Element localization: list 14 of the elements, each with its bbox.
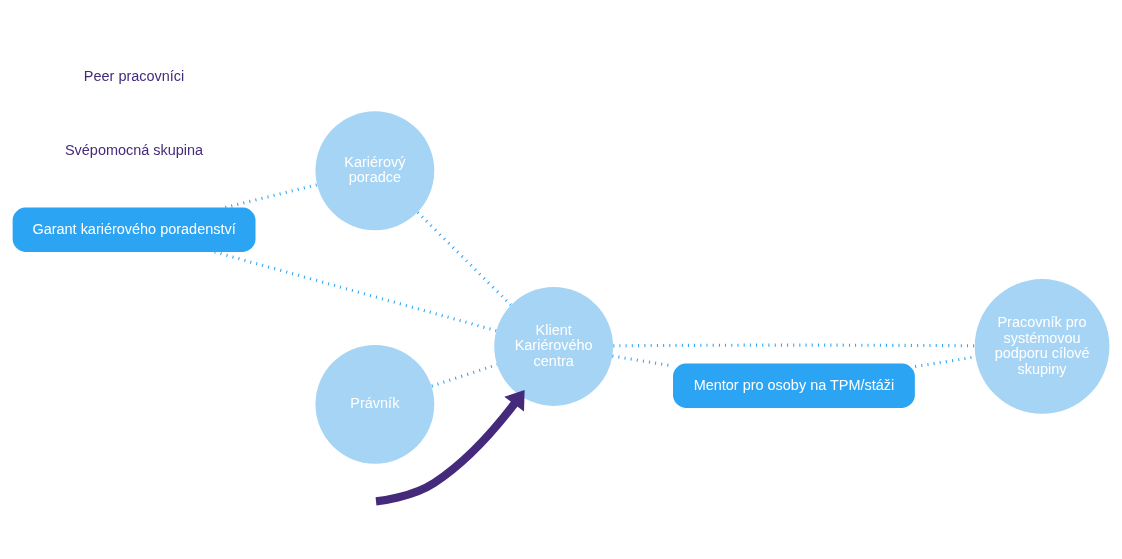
- node-circle: Pracovník pro systémovou podporu cílové skupiny: [974, 278, 1110, 414]
- node-circle: Klient Kariérového centra: [494, 286, 614, 406]
- connector: [613, 343, 975, 347]
- node-circle: Právník: [315, 344, 435, 464]
- connector: [214, 249, 497, 332]
- connector: [225, 182, 318, 209]
- node-circle: Kariérový poradce: [315, 110, 435, 230]
- connector: [431, 362, 498, 387]
- label: Peer pracovníci: [83, 67, 185, 84]
- node-box: Mentor pro osoby na TPM/stáži: [673, 363, 915, 408]
- arrow: [375, 389, 525, 506]
- node-box: Garant kariérového poradenství: [12, 206, 256, 252]
- label: Svépomocná skupina: [64, 141, 204, 158]
- connector: [416, 210, 512, 306]
